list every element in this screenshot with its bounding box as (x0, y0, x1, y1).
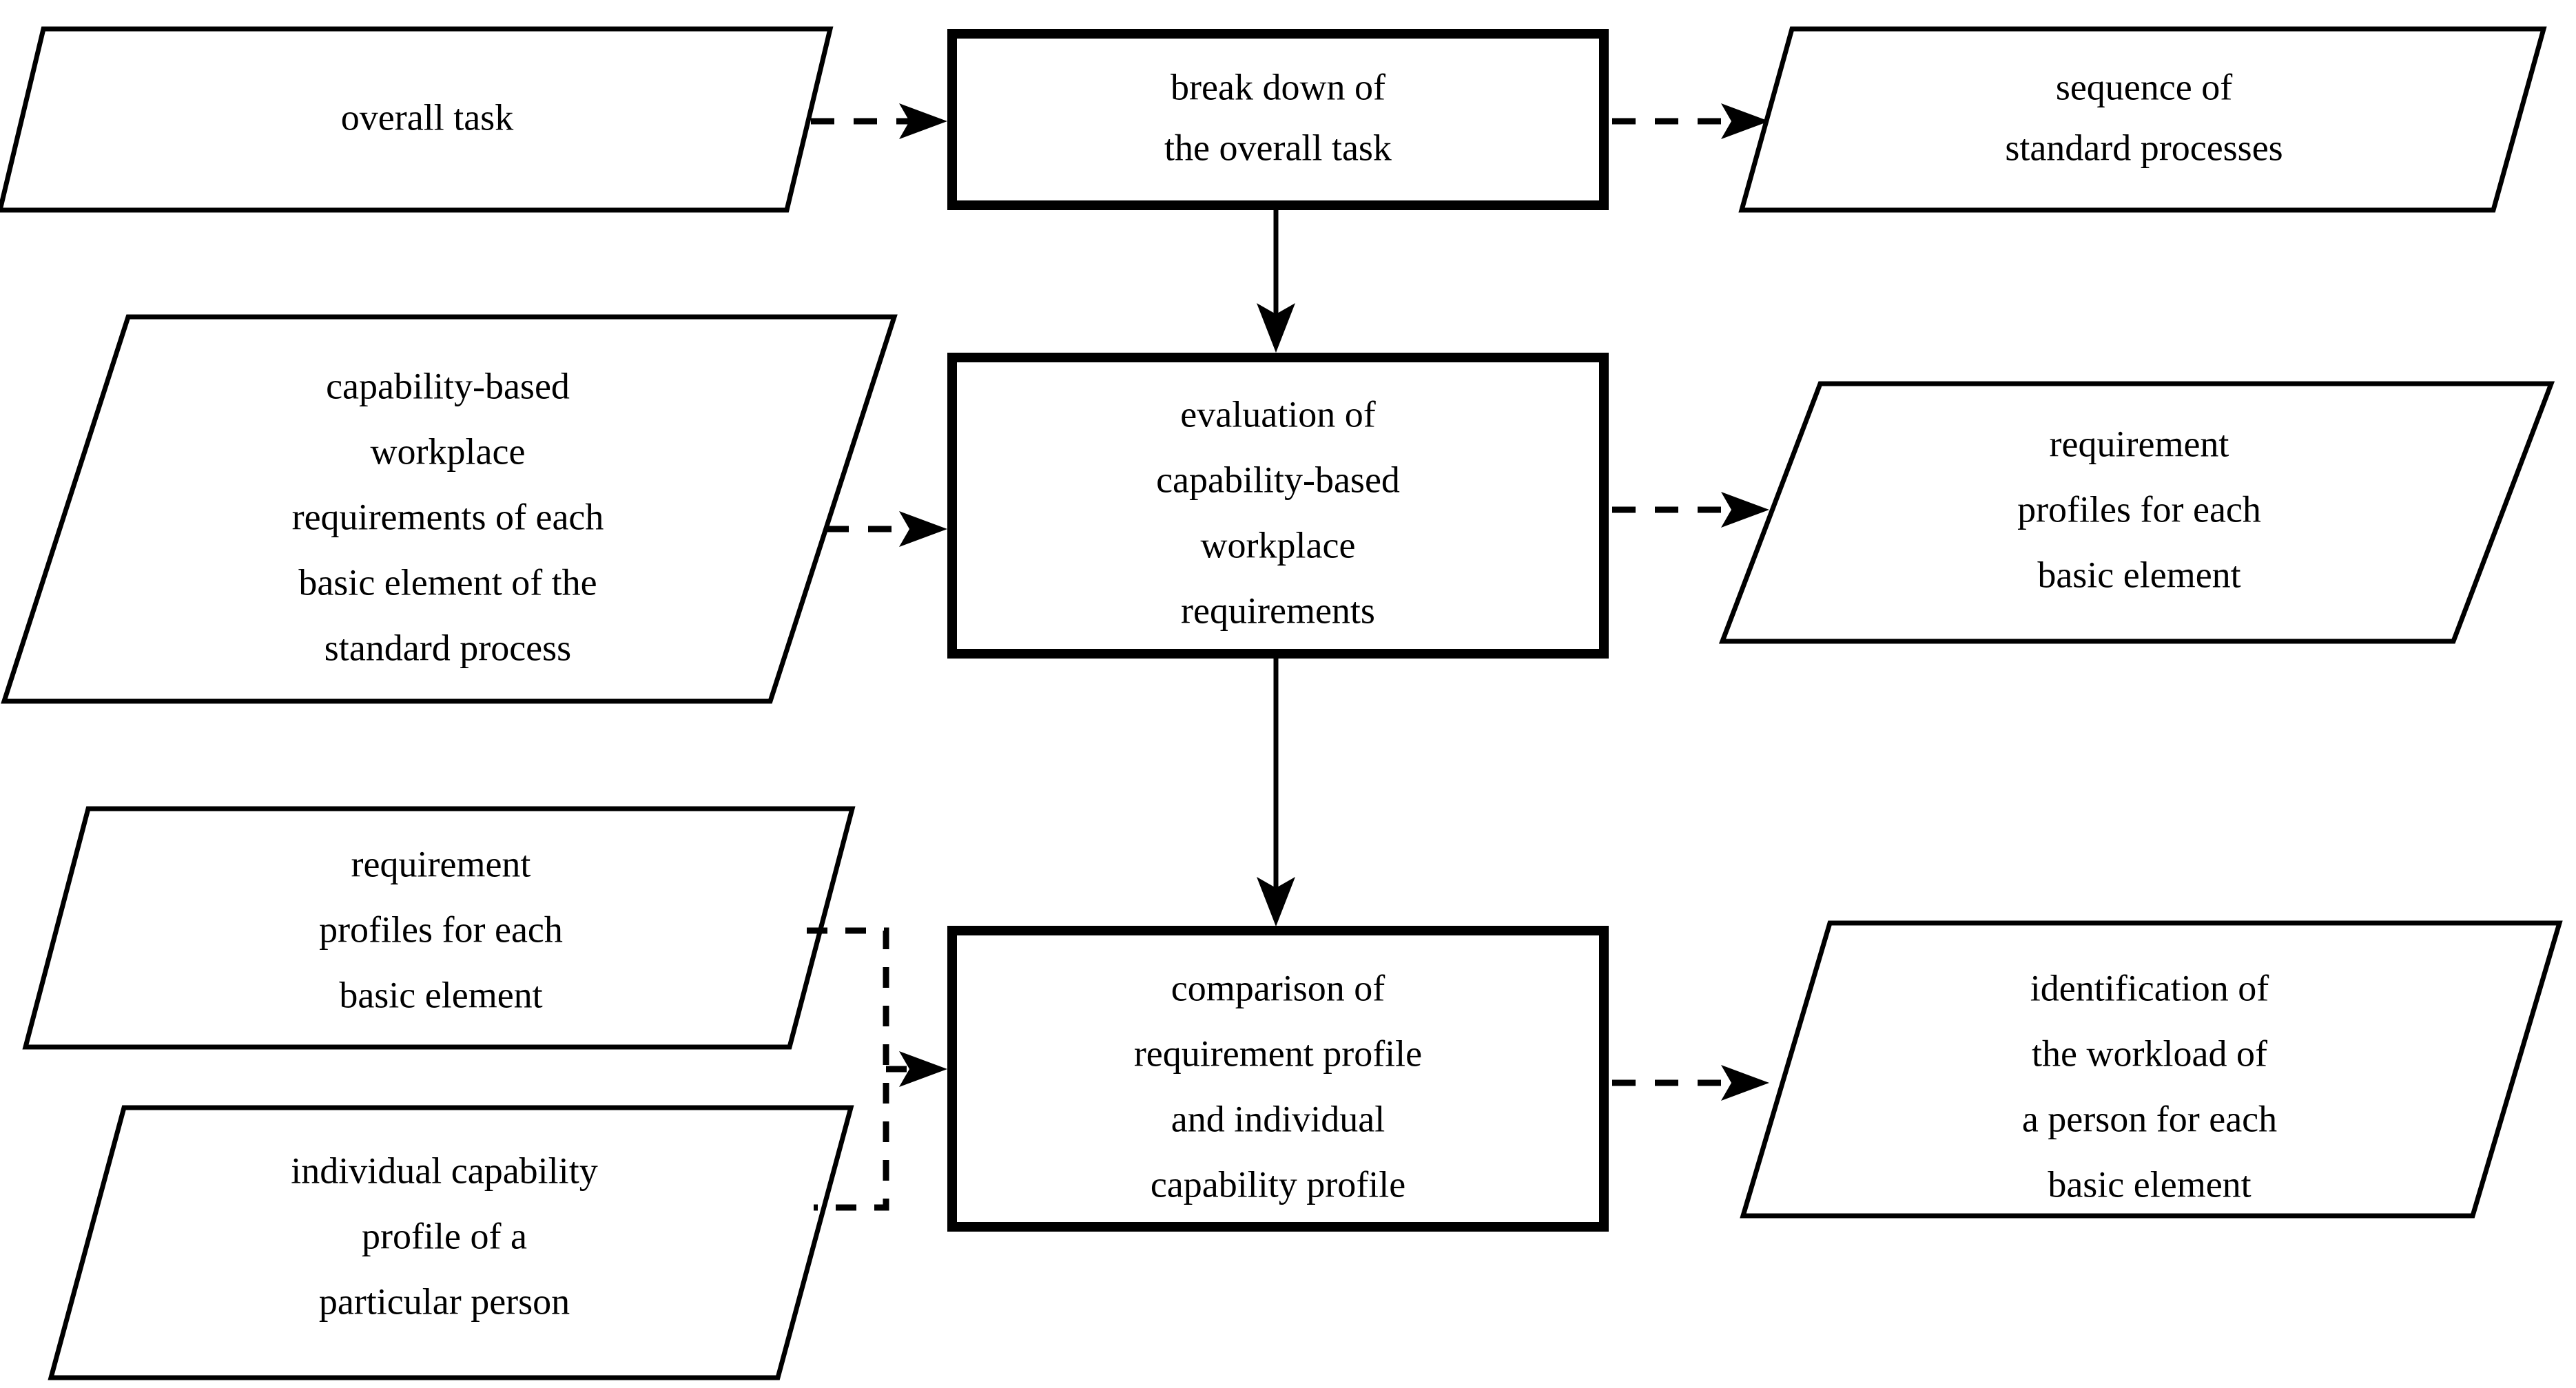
identification-workload-label-line-3: a person for each (2022, 1098, 2277, 1139)
capability-requirements-label-line-1: capability-based (326, 365, 570, 406)
identification-workload-label-line-4: basic element (2048, 1163, 2251, 1205)
sequence-standard-processes-label-line-1: sequence of (2056, 66, 2232, 107)
identification-workload-label-line-2: the workload of (2032, 1033, 2267, 1074)
requirement-profiles-out-shape (1718, 381, 2555, 644)
node-requirement-profiles-out[interactable]: requirement profiles for each basic elem… (1718, 381, 2555, 644)
node-capability-requirements[interactable]: capability-based workplace requirements … (1, 314, 898, 704)
node-identification-workload[interactable]: identification of the workload of a pers… (1740, 920, 2563, 1219)
capability-requirements-label-line-3: requirements of each (292, 496, 604, 537)
evaluation-label-line-1: evaluation of (1180, 393, 1375, 435)
requirement-profiles-in-shape (22, 806, 856, 1050)
overall-task-shape (0, 26, 834, 213)
edge-break-down-to-sequence (1612, 103, 1769, 139)
comparison-label-line-4: capability profile (1151, 1163, 1405, 1205)
individual-capability-profile-label-line-3: particular person (319, 1281, 570, 1322)
capability-requirements-label-line-5: standard process (324, 627, 571, 668)
identification-workload-shape (1740, 920, 2563, 1219)
requirement-profiles-in-label-line-1: requirement (351, 843, 531, 884)
individual-capability-profile-label-line-2: profile of a (362, 1215, 527, 1256)
overall-task-label-line-1: overall task (341, 96, 513, 138)
arrowhead-icon (899, 511, 947, 547)
node-overall-task[interactable]: overall task (0, 26, 834, 213)
arrowhead-icon (1721, 1065, 1769, 1101)
capability-requirements-shape (1, 314, 898, 704)
edge-evaluation-to-requirement-profiles (1612, 492, 1769, 528)
sequence-standard-processes-shape (1738, 26, 2547, 213)
evaluation-label-line-2: capability-based (1156, 459, 1400, 500)
node-requirement-profiles-in[interactable]: requirement profiles for each basic elem… (22, 806, 856, 1050)
edge-break-down-to-evaluation (1257, 210, 1295, 353)
arrowhead-icon (899, 103, 947, 139)
edge-bottom-inputs-to-comparison (807, 927, 947, 1211)
capability-requirements-label-line-2: workplace (371, 431, 526, 472)
individual-capability-profile-label-line-1: individual capability (291, 1150, 597, 1191)
comparison-label-line-1: comparison of (1171, 967, 1385, 1008)
capability-requirements-label-line-4: basic element of the (298, 561, 597, 603)
arrowhead-icon (1257, 303, 1295, 353)
requirement-profiles-in-label-line-3: basic element (339, 974, 542, 1015)
comparison-shape (947, 926, 1609, 1232)
node-break-down[interactable]: break down of the overall task (947, 29, 1609, 210)
requirement-profiles-in-label-line-2: profiles for each (319, 909, 563, 950)
comparison-label-line-2: requirement profile (1134, 1033, 1422, 1074)
requirement-profiles-out-label-line-2: profiles for each (2017, 488, 2261, 530)
edge-capability-requirements-to-evaluation (825, 511, 947, 547)
individual-capability-profile-shape (48, 1105, 854, 1380)
arrowhead-icon (899, 1051, 947, 1087)
node-sequence-standard-processes[interactable]: sequence of standard processes (1738, 26, 2547, 213)
evaluation-label-line-4: requirements (1181, 590, 1375, 631)
sequence-standard-processes-label-line-2: standard processes (2005, 127, 2283, 168)
arrowhead-icon (1257, 877, 1295, 926)
evaluation-shape (947, 353, 1609, 659)
break-down-label-line-2: the overall task (1164, 127, 1392, 168)
arrowhead-icon (1721, 492, 1769, 528)
evaluation-label-line-3: workplace (1201, 524, 1356, 566)
node-individual-capability-profile[interactable]: individual capability profile of a parti… (48, 1105, 854, 1380)
comparison-label-line-3: and individual (1171, 1098, 1385, 1139)
node-comparison[interactable]: comparison of requirement profile and in… (947, 926, 1609, 1232)
requirement-profiles-out-label-line-1: requirement (2050, 423, 2229, 464)
identification-workload-label-line-1: identification of (2030, 967, 2269, 1008)
break-down-shape (947, 29, 1609, 210)
node-evaluation[interactable]: evaluation of capability-based workplace… (947, 353, 1609, 659)
edge-overall-task-to-break-down (811, 103, 947, 139)
requirement-profiles-out-label-line-3: basic element (2037, 554, 2240, 595)
arrowhead-icon (1721, 103, 1769, 139)
break-down-label-line-1: break down of (1171, 66, 1385, 107)
edge-comparison-to-identification (1612, 1065, 1769, 1101)
edge-evaluation-to-comparison (1257, 654, 1295, 926)
